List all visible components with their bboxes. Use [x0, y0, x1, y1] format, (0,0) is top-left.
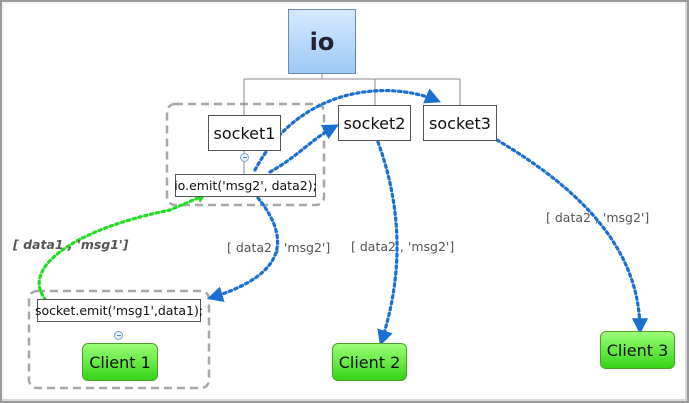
arrow-client-to-server: [37, 196, 200, 302]
client2-node: Client 2: [332, 343, 407, 381]
label-to-client1: [ data2 , 'msg2']: [227, 240, 331, 255]
socket3-node: socket3: [423, 105, 497, 141]
label-to-client2: [ data2 , 'msg2']: [351, 239, 455, 254]
collapse-icon[interactable]: [114, 331, 123, 340]
arrow-to-client2: [376, 140, 399, 347]
collapse-icon[interactable]: [240, 153, 249, 162]
label-to-client3: [ data2 , 'msg2']: [546, 210, 650, 225]
client-emit-code: socket.emit('msg1',data1);: [35, 299, 203, 322]
server-emit-code: io.emit('msg2', data2);: [174, 174, 317, 197]
socket1-group-box: [165, 102, 326, 207]
client3-node: Client 3: [600, 331, 675, 369]
client1-group-box: [27, 289, 211, 390]
io-node: io: [288, 9, 356, 74]
arrow-to-client3: [495, 138, 648, 335]
arrow-to-socket2: [268, 124, 339, 174]
socket1-node: socket1: [208, 115, 281, 151]
client1-node: Client 1: [82, 343, 158, 381]
arrow-to-client1: [206, 196, 279, 302]
label-client-to-server: [ data1 , 'msg1']: [13, 237, 129, 252]
socket2-node: socket2: [338, 105, 411, 141]
